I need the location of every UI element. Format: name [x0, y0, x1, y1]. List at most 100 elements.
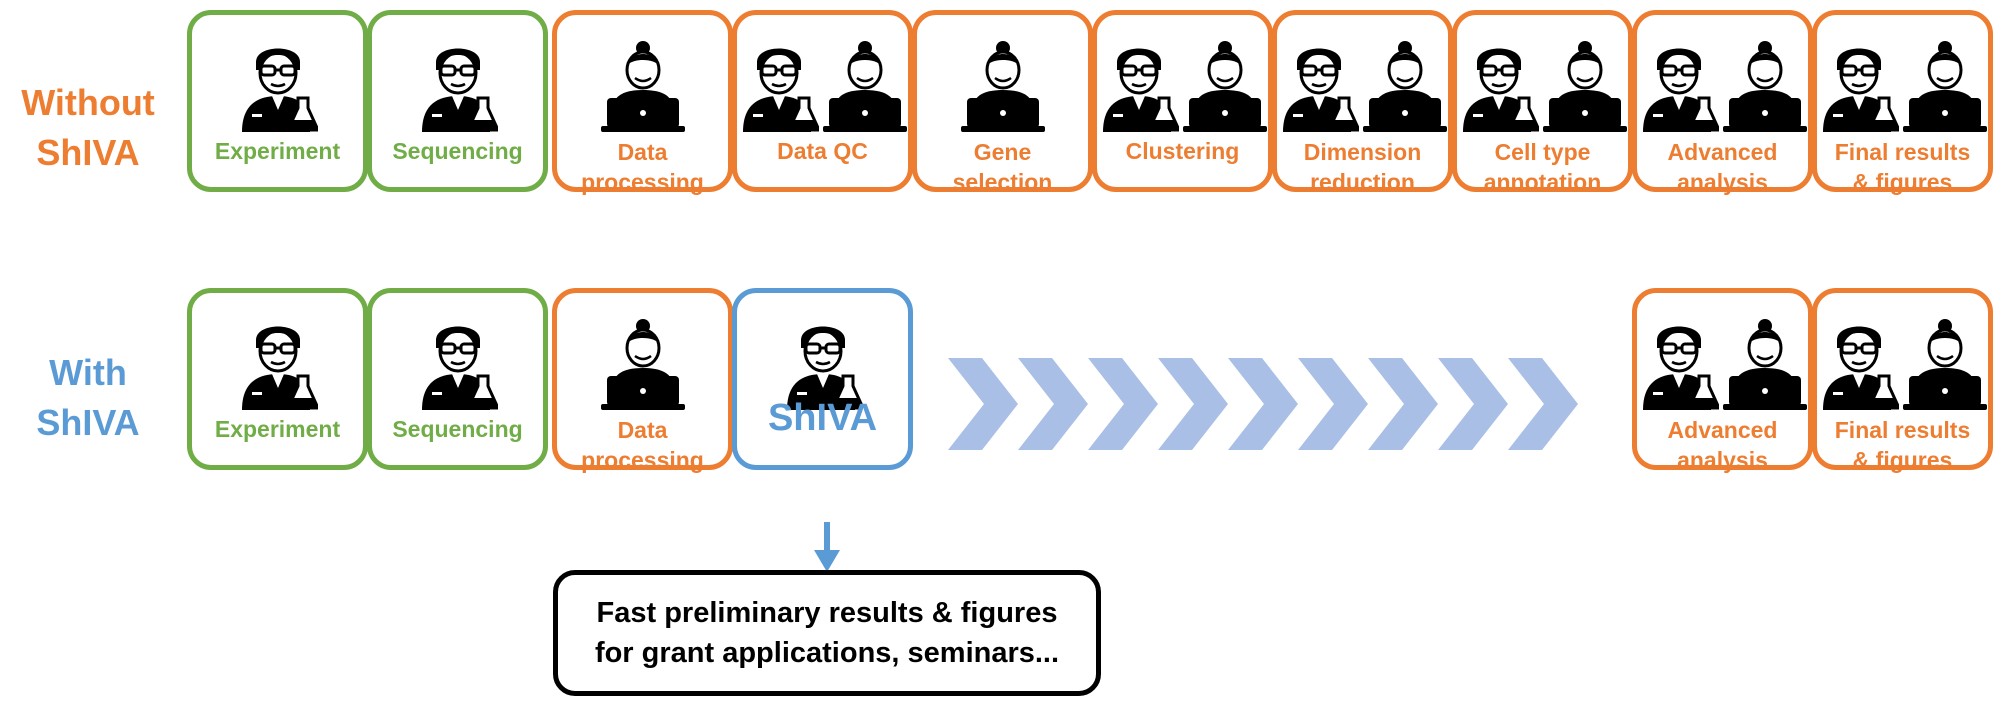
- step-label-line-1: Data: [617, 139, 668, 165]
- step-label-line-2: & figures: [1852, 447, 1953, 473]
- scientist-icon: [1459, 40, 1539, 132]
- analyst-icon: [601, 318, 685, 410]
- scientist-icon: [739, 40, 819, 132]
- step-label-line-1: Data QC: [777, 138, 868, 164]
- chevron-1: [948, 358, 1018, 450]
- callout-line-1: Fast preliminary results & figures: [596, 597, 1058, 629]
- analyst-icon: [1723, 40, 1807, 132]
- step-box-without-data-processing: Data processing: [552, 10, 733, 195]
- analyst-icon: [823, 40, 907, 132]
- analyst-icon: [1903, 318, 1987, 410]
- scientist-icon: [1639, 40, 1719, 132]
- step-label-line-1: Experiment: [214, 138, 341, 164]
- scientist-icon: [1639, 318, 1719, 410]
- chevron-9: [1508, 358, 1578, 450]
- analyst-icon: [1543, 40, 1627, 132]
- step-label: Data processing: [561, 137, 724, 197]
- step-box-without-sequencing: Sequencing: [367, 10, 548, 192]
- step-box-with-final-results: Final results & figures: [1812, 288, 1993, 473]
- scientist-icon: [1819, 40, 1899, 132]
- preliminary-results-callout: Fast preliminary results & figures for g…: [553, 570, 1101, 696]
- step-icons: [737, 37, 908, 132]
- step-label-line-1: Advanced: [1667, 417, 1778, 443]
- chevron-8: [1438, 358, 1508, 450]
- step-icons: [1637, 315, 1808, 410]
- step-icons: [372, 37, 543, 132]
- scientist-icon: [1099, 40, 1179, 132]
- step-icons: [1097, 37, 1268, 132]
- step-label-line-1: Final results: [1834, 139, 1971, 165]
- step-label: Clustering: [1101, 136, 1264, 166]
- row-label-with-line-2: ShIVA: [36, 402, 140, 443]
- step-icons: [1817, 37, 1988, 132]
- step-box-with-sequencing: Sequencing: [367, 288, 548, 470]
- analyst-icon: [1903, 40, 1987, 132]
- step-icons: [1817, 315, 1988, 410]
- step-label: Experiment: [196, 414, 359, 444]
- step-icons: [1457, 37, 1628, 132]
- row-label-without-line-2: ShIVA: [36, 132, 140, 173]
- analyst-icon: [1363, 40, 1447, 132]
- step-label: Data QC: [741, 136, 904, 166]
- row-label-with-line-1: With: [49, 352, 127, 393]
- step-icons: [557, 37, 728, 132]
- step-icons: [192, 315, 363, 410]
- analyst-icon: [1723, 318, 1807, 410]
- step-icons: [1277, 37, 1448, 132]
- skip-steps-chevrons: [948, 358, 1578, 450]
- step-box-with-advanced-analysis: Advanced analysis: [1632, 288, 1813, 473]
- step-label: Cell type annotation: [1461, 137, 1624, 197]
- chevron-2: [1018, 358, 1088, 450]
- step-label-line-1: Final results: [1834, 417, 1971, 443]
- chevron-7: [1368, 358, 1438, 450]
- analyst-icon: [1183, 40, 1267, 132]
- step-box-with-data-processing: Data processing: [552, 288, 733, 473]
- step-box-without-clustering: Clustering: [1092, 10, 1273, 192]
- step-label-line-1: Cell type: [1494, 139, 1591, 165]
- step-label-line-2: analysis: [1677, 169, 1768, 195]
- step-label-line-1: ShIVA: [767, 397, 878, 439]
- step-label-line-1: Data: [617, 417, 668, 443]
- step-icons: [192, 37, 363, 132]
- down-arrow: [814, 522, 840, 572]
- chevron-5: [1228, 358, 1298, 450]
- step-box-without-cell-type-annotation: Cell type annotation: [1452, 10, 1633, 195]
- step-box-with-experiment: Experiment: [187, 288, 368, 470]
- step-label-line-1: Sequencing: [392, 138, 523, 164]
- chevron-6: [1298, 358, 1368, 450]
- scientist-icon: [418, 40, 498, 132]
- step-label-line-1: Dimension: [1303, 139, 1422, 165]
- step-label-line-1: Advanced: [1667, 139, 1778, 165]
- analyst-icon: [961, 40, 1045, 132]
- step-label: Advanced analysis: [1641, 415, 1804, 475]
- step-label-line-2: processing: [581, 447, 704, 473]
- scientist-icon: [418, 318, 498, 410]
- chevron-3: [1088, 358, 1158, 450]
- step-box-without-data-qc: Data QC: [732, 10, 913, 192]
- scientist-icon: [238, 318, 318, 410]
- step-icons: [1637, 37, 1808, 132]
- step-icons: [917, 37, 1088, 132]
- scientist-icon: [1819, 318, 1899, 410]
- step-box-without-experiment: Experiment: [187, 10, 368, 192]
- step-label-line-2: annotation: [1483, 169, 1602, 195]
- step-label-line-2: analysis: [1677, 447, 1768, 473]
- step-label: ShIVA: [741, 396, 904, 440]
- step-icons: [372, 315, 543, 410]
- step-label-line-2: & figures: [1852, 169, 1953, 195]
- step-label-line-1: Experiment: [214, 416, 341, 442]
- callout-line-2: for grant applications, seminars...: [594, 637, 1060, 669]
- step-label-line-2: processing: [581, 169, 704, 195]
- step-label-line-1: Sequencing: [392, 416, 523, 442]
- down-arrow-head: [814, 550, 840, 572]
- chevron-4: [1158, 358, 1228, 450]
- step-label: Final results & figures: [1821, 137, 1984, 197]
- step-label: Data processing: [561, 415, 724, 475]
- step-label-line-1: Clustering: [1125, 138, 1240, 164]
